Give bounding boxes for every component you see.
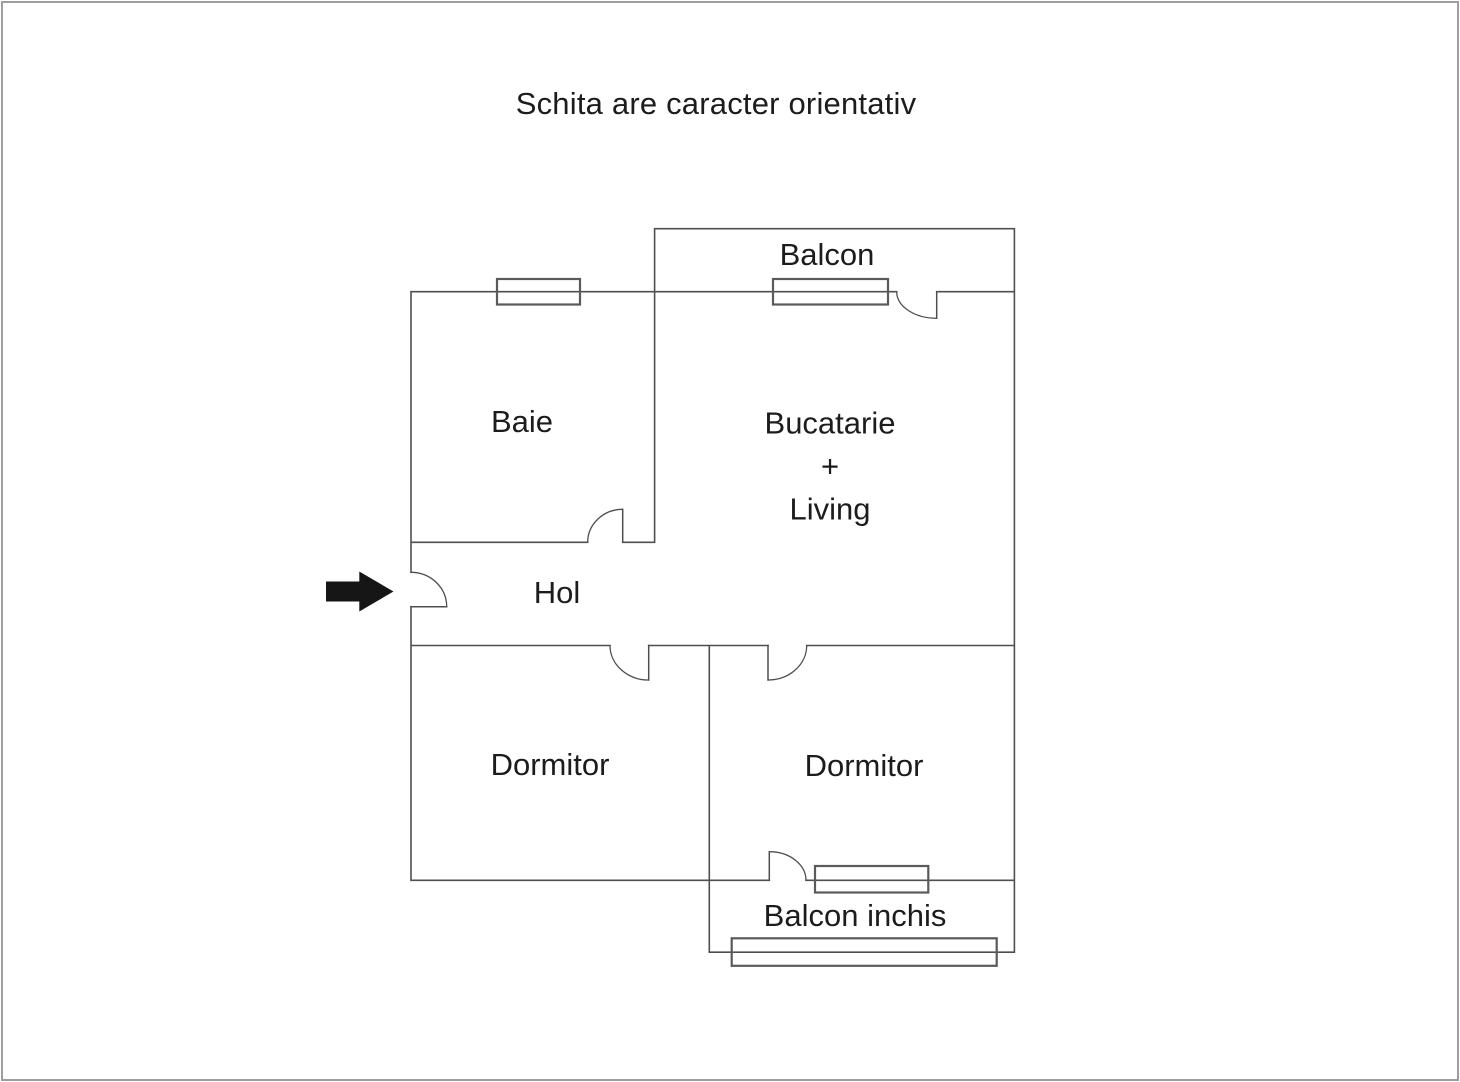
room-label-bucatarie-line1: Bucatarie [764,405,896,441]
room-label-bucatarie-living: Bucatarie + Living [765,402,896,531]
entrance-door-arc [410,571,448,607]
balcon-inchis-door-arc [769,851,807,881]
dormitor-left-door-arc [609,645,649,681]
room-label-dormitor-right: Dormitor [804,748,924,783]
door-leaves [410,290,938,882]
window-symbol-balcon [771,277,890,306]
entrance-arrow-icon [326,571,394,612]
room-label-hol: Hol [533,575,581,610]
window-symbol-dormitor-right [813,864,930,894]
room-label-dormitor-left: Dormitor [490,747,610,782]
window-symbol-baie [495,277,582,306]
window-symbol-balcon-inchis [730,937,998,967]
walls [410,227,1016,953]
room-label-balcon: Balcon [779,237,875,272]
baie-door-arc [587,508,623,543]
room-label-bucatarie-line2: + [820,448,840,484]
room-label-baie: Baie [490,404,554,439]
page-title: Schita are caracter orientativ [515,86,917,121]
balcon-door-arc [896,291,937,319]
dormitor-right-door-arc [767,645,808,681]
room-label-bucatarie-line3: Living [789,491,871,527]
room-label-balcon-inchis: Balcon inchis [763,898,947,933]
